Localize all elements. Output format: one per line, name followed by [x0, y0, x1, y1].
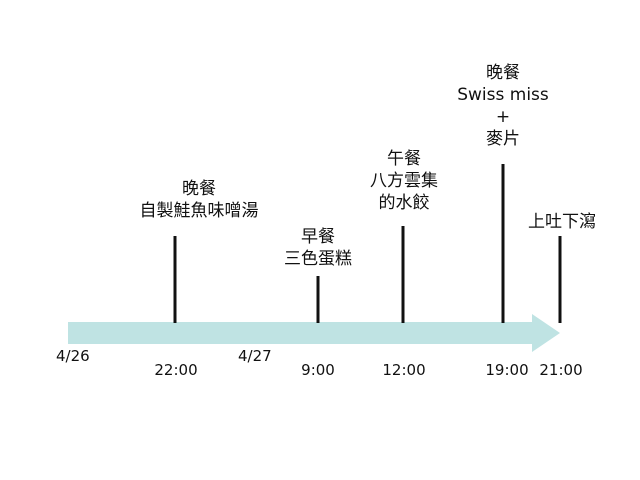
- event-title: 晚餐: [182, 179, 216, 199]
- time-label: 21:00: [539, 361, 583, 379]
- event-detail: 的水餃: [378, 193, 430, 213]
- event-detail: 麥片: [486, 129, 520, 149]
- timeline-arrow: [68, 314, 560, 352]
- time-label: 19:00: [485, 361, 529, 379]
- date-label-4-27: 4/27: [238, 347, 272, 365]
- event-title: 晚餐: [486, 63, 520, 83]
- event-detail: 三色蛋糕: [284, 249, 352, 269]
- time-label: 9:00: [301, 361, 335, 379]
- event-detail: Swiss miss: [457, 85, 549, 105]
- event-detail: +: [495, 107, 511, 127]
- time-label: 22:00: [154, 361, 198, 379]
- event-detail: 八方雲集: [370, 171, 438, 191]
- event-detail: 自製鮭魚味噌湯: [139, 201, 259, 221]
- event-title: 早餐: [301, 227, 335, 247]
- date-label-4-26: 4/26: [56, 347, 90, 365]
- time-label: 12:00: [382, 361, 426, 379]
- event-title: 午餐: [387, 149, 421, 169]
- event-title: 上吐下瀉: [528, 212, 596, 232]
